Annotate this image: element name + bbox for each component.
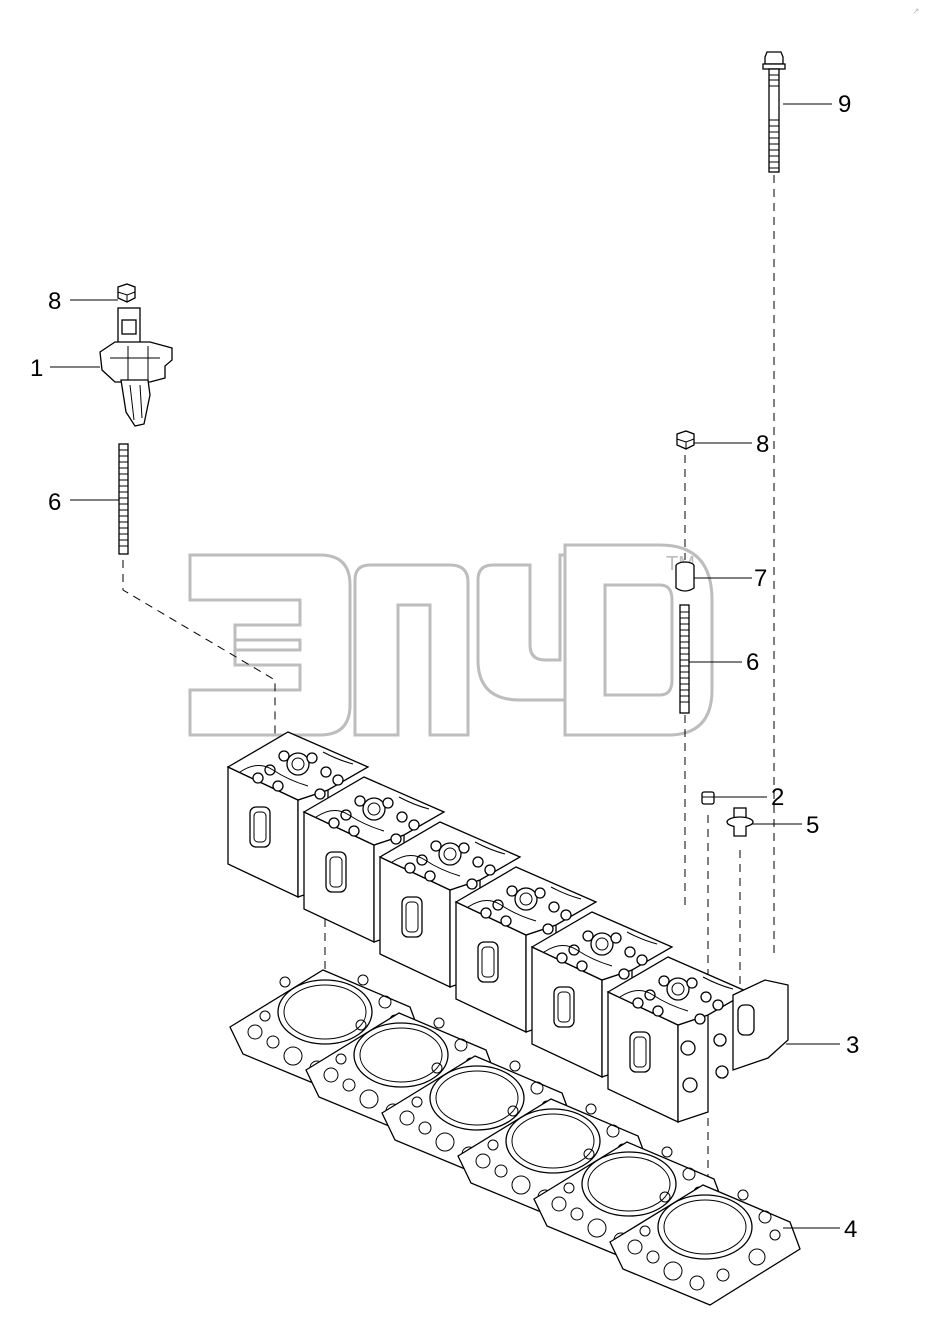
part-nut-right — [676, 430, 695, 450]
part-nut-left — [117, 283, 136, 303]
leader-lines — [50, 103, 840, 1229]
callout-4: 4 — [844, 1216, 857, 1243]
callout-6-left: 6 — [48, 489, 61, 516]
cylinder-head-gaskets — [229, 969, 801, 1306]
watermark-logo: TM — [188, 543, 714, 737]
callout-6-right: 6 — [746, 649, 759, 676]
assembly-lines — [122, 175, 775, 1245]
callout-2: 2 — [771, 784, 784, 811]
cylinder-heads — [226, 731, 789, 1124]
callout-8-left: 8 — [48, 288, 61, 315]
callout-1: 1 — [30, 355, 43, 382]
head-gasket — [609, 1184, 801, 1306]
callout-8-right: 8 — [756, 431, 769, 458]
part-fitting — [726, 807, 754, 837]
part-sleeve — [675, 561, 695, 592]
callout-9: 9 — [838, 91, 851, 118]
corner-mark: ↗ — [912, 6, 920, 16]
callout-5: 5 — [806, 812, 819, 839]
part-plug — [701, 791, 715, 805]
part-stud-right — [679, 604, 690, 714]
callout-numbers: 9 8 1 6 8 7 6 2 5 3 4 — [30, 91, 859, 1243]
part-stud-left — [118, 443, 129, 555]
part-injector-bracket — [99, 307, 173, 427]
part-long-bolt — [762, 51, 786, 173]
callout-3: 3 — [846, 1032, 859, 1059]
callout-7: 7 — [754, 565, 767, 592]
cylinder-head-end-cover — [680, 979, 789, 1093]
cylinder-head-unit — [606, 956, 750, 1124]
